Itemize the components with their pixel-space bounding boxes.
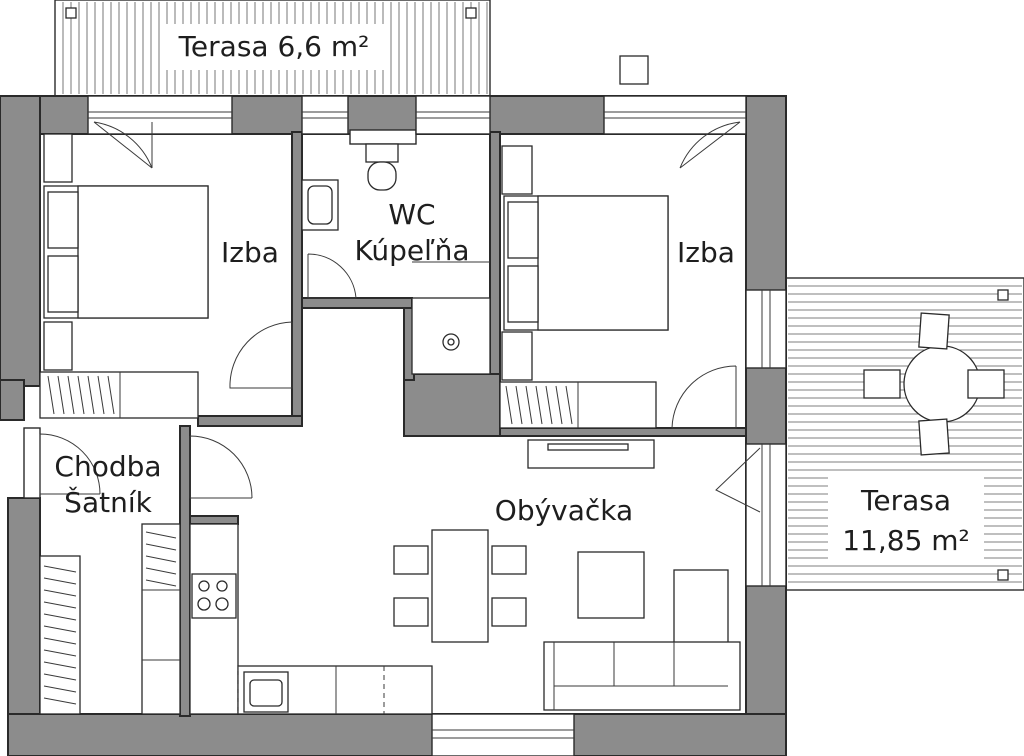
hatch-line (555, 385, 563, 425)
label-bathroom: Kúpeľňa (354, 234, 469, 267)
label-living-room: Obývačka (495, 494, 633, 527)
hatch-line (57, 375, 65, 415)
kitchen-sink (243, 671, 289, 713)
hatch-line (515, 385, 523, 425)
hatch-line (145, 579, 177, 587)
hatch-line (145, 555, 177, 563)
hatch-line (107, 375, 115, 415)
sofa (543, 569, 741, 711)
label-closet: Šatník (64, 485, 152, 519)
doors (39, 121, 761, 513)
hatch-line (43, 601, 77, 609)
label-terrace-right-area: 11,85 m² (842, 524, 970, 557)
hatch-line (43, 565, 77, 573)
hatch-line (145, 531, 177, 539)
label-terrace-right: Terasa (860, 484, 951, 517)
hatch-line (145, 543, 177, 551)
dining-table (393, 529, 527, 643)
hatch-line (535, 385, 543, 425)
tv-stand (527, 439, 655, 469)
wardrobe-right-bedroom (499, 381, 657, 429)
hatch-line (97, 375, 105, 415)
hatch-line (43, 613, 77, 621)
cooktop (191, 573, 237, 619)
hatch-line (43, 697, 77, 705)
label-hallway: Chodba (54, 450, 161, 483)
label-bedroom-right: Izba (677, 236, 735, 269)
hatch-line (545, 385, 553, 425)
coffee-table (577, 551, 645, 619)
hatch-line (77, 375, 85, 415)
terrace-right (785, 277, 1024, 591)
hatch-line (43, 589, 77, 597)
hatch-line (87, 375, 95, 415)
bathroom-fixtures (301, 143, 491, 375)
hatch-line (43, 577, 77, 585)
label-wc: WC (388, 198, 435, 231)
terrace-table (863, 312, 1005, 456)
label-terrace-top: Terasa 6,6 m² (178, 30, 370, 63)
hatch-line (525, 385, 533, 425)
wardrobe-left-bedroom (39, 371, 199, 419)
hatch-line (565, 385, 573, 425)
hatch-line (43, 685, 77, 693)
terrace-top (54, 0, 491, 97)
label-bedroom-left: Izba (221, 236, 279, 269)
hall-wardrobe (39, 523, 181, 715)
hatch-line (43, 625, 77, 633)
bed-left (43, 133, 209, 371)
hatch-line (67, 375, 75, 415)
bed-right (501, 145, 669, 381)
chimney-vent (619, 55, 649, 85)
hatch-line (43, 661, 77, 669)
hatch-line (43, 673, 77, 681)
windows (23, 95, 787, 756)
hatch-line (505, 385, 513, 425)
hatch-line (145, 567, 177, 575)
hatch-line (47, 375, 55, 415)
hatch-line (43, 637, 77, 645)
hatch-line (43, 649, 77, 657)
